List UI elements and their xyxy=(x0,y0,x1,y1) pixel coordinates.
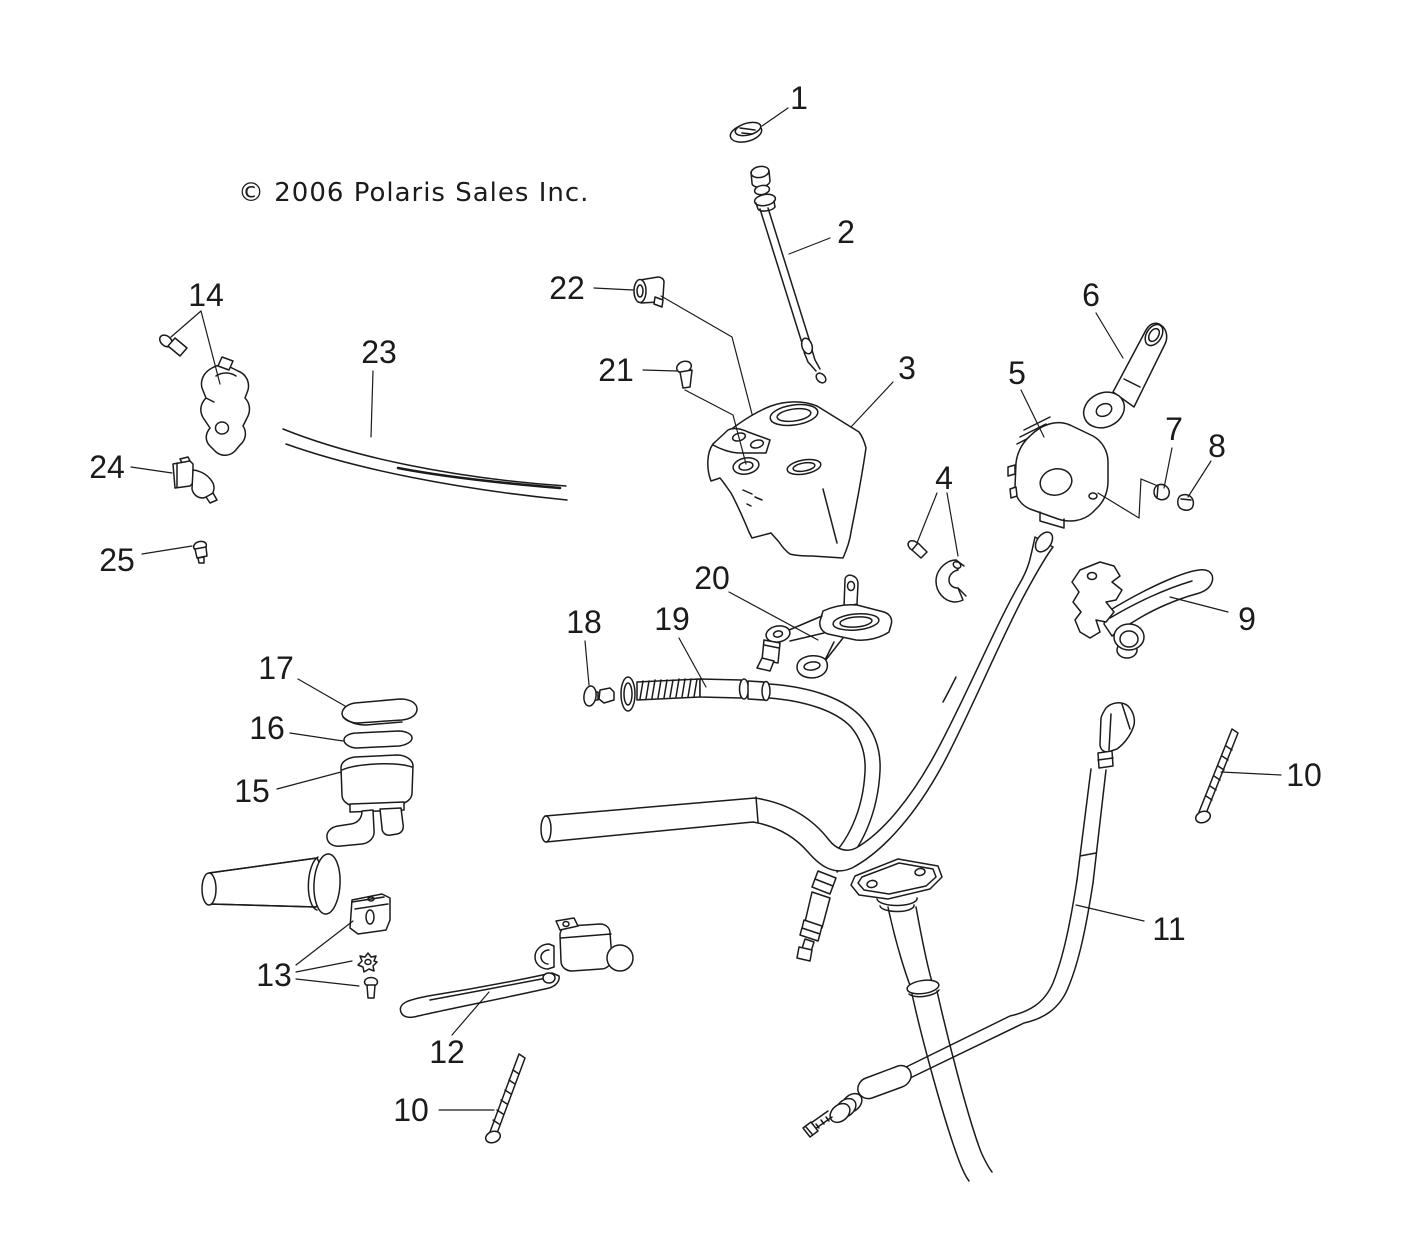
part-22-bushing xyxy=(633,276,665,308)
left-grip xyxy=(201,853,341,915)
callout-1: 1 xyxy=(790,80,808,116)
callout-16: 16 xyxy=(249,710,285,746)
part-19-throttle-cable xyxy=(587,676,881,962)
part-15-reservoir-body xyxy=(326,754,414,847)
callout-labels: 1 2 3 4 5 6 7 8 9 10 11 12 13 14 15 16 1… xyxy=(89,80,1322,1128)
steering-stem xyxy=(850,858,993,1182)
callout-23: 23 xyxy=(361,334,397,370)
part-5-switch-housing xyxy=(1007,416,1109,529)
callout-17: 17 xyxy=(258,650,294,686)
part-16-diaphragm xyxy=(343,730,413,749)
part-1-cap xyxy=(729,121,763,143)
part-24-clamp xyxy=(172,456,218,504)
part-12-lever-assembly xyxy=(399,917,634,1019)
callout-13: 13 xyxy=(256,957,292,993)
callout-7: 7 xyxy=(1165,411,1183,447)
callout-10-right: 10 xyxy=(1286,757,1322,793)
callout-19: 19 xyxy=(654,601,690,637)
part-18-retainer xyxy=(583,685,597,707)
callout-14: 14 xyxy=(188,277,224,313)
callout-6: 6 xyxy=(1082,277,1100,313)
part-10-bolt-bottom xyxy=(484,1053,526,1144)
callout-10-bottom: 10 xyxy=(393,1092,429,1128)
part-25-screw xyxy=(192,540,208,564)
callout-18: 18 xyxy=(566,604,602,640)
leader-lines xyxy=(130,107,1282,1111)
part-13-adjuster-set xyxy=(349,893,391,999)
part-3-throttle-housing-cover xyxy=(707,401,867,559)
part-4-bolt-and-clamp xyxy=(907,540,967,603)
callout-24: 24 xyxy=(89,449,125,485)
part-7-fastener xyxy=(1153,483,1170,501)
part-8-cap xyxy=(1177,493,1195,511)
callout-22: 22 xyxy=(549,270,585,306)
part-14-bracket-and-bolt xyxy=(158,334,251,456)
callout-5: 5 xyxy=(1008,355,1026,391)
part-2-cable-rod xyxy=(750,165,827,384)
part-11-choke-cable xyxy=(802,702,1136,1138)
part-23-cable-curve xyxy=(282,428,568,501)
part-10-bolt-right xyxy=(1194,728,1239,824)
callout-3: 3 xyxy=(898,350,916,386)
callout-8: 8 xyxy=(1208,428,1226,464)
part-20-bracket xyxy=(756,574,893,679)
callout-15: 15 xyxy=(234,773,270,809)
callout-12: 12 xyxy=(429,1034,465,1070)
callout-9: 9 xyxy=(1238,601,1256,637)
copyright-notice: © 2006 Polaris Sales Inc. xyxy=(238,178,589,208)
part-17-reservoir-cap xyxy=(341,698,418,726)
callout-4: 4 xyxy=(935,460,953,496)
callout-25: 25 xyxy=(99,542,135,578)
part-6-grip xyxy=(1082,322,1168,429)
part-9-brake-lever xyxy=(1071,561,1214,659)
callout-2: 2 xyxy=(837,214,855,250)
callout-20: 20 xyxy=(694,560,730,596)
callout-11: 11 xyxy=(1152,911,1185,947)
handlebar xyxy=(540,531,1054,872)
part-21-screw xyxy=(675,360,693,389)
callout-21: 21 xyxy=(598,352,634,388)
